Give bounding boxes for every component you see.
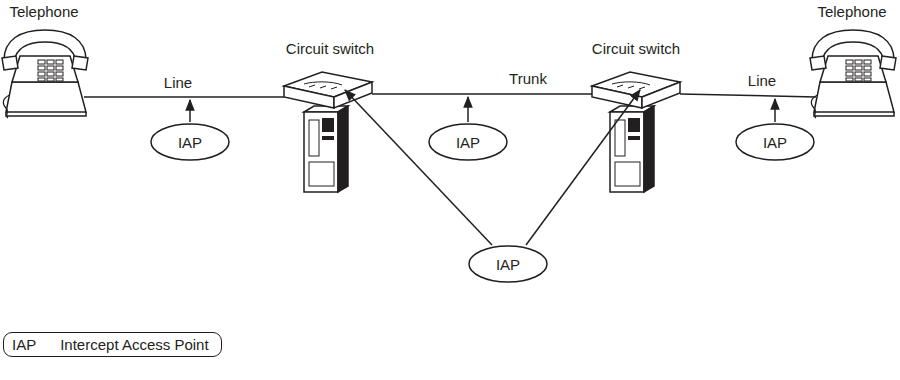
intercept-point-ellipse: IAP bbox=[428, 123, 508, 161]
link-label: Trunk bbox=[507, 70, 549, 87]
node-label: IAP bbox=[763, 134, 787, 151]
node-label: IAP bbox=[496, 256, 520, 273]
intercept-point-ellipse: IAP bbox=[735, 123, 815, 161]
node-label: IAP bbox=[178, 134, 202, 151]
device-label: Circuit switch bbox=[284, 40, 376, 57]
device-label: Telephone bbox=[815, 3, 888, 20]
legend-key: IAP Intercept Access Point bbox=[3, 332, 222, 357]
device-label: Circuit switch bbox=[590, 40, 682, 57]
intercept-point-ellipse: IAP bbox=[468, 245, 548, 283]
abbreviation: IAP bbox=[12, 336, 36, 353]
intercept-point-ellipse: IAP bbox=[150, 123, 230, 161]
node-label: IAP bbox=[456, 134, 480, 151]
link-label: Line bbox=[746, 72, 778, 89]
abbreviation-meaning: Intercept Access Point bbox=[60, 336, 208, 353]
device-label: Telephone bbox=[7, 3, 80, 20]
link-label: Line bbox=[162, 74, 194, 91]
